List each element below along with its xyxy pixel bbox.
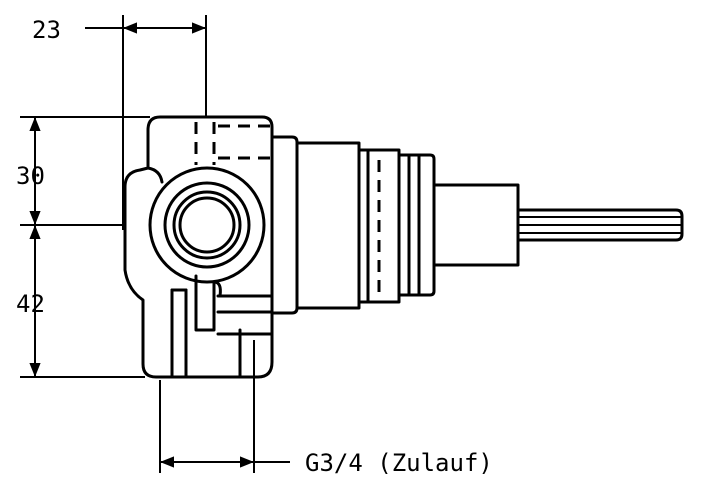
dimension-connection: G3/4 (Zulauf) — [159, 340, 493, 477]
dimension-top-width: 23 — [32, 15, 207, 230]
dimension-upper-height: 30 — [16, 116, 150, 226]
dimension-lower-height: 42 — [16, 225, 145, 378]
valve-body — [123, 115, 274, 379]
dim-label-23: 23 — [32, 16, 61, 44]
valve-cartridge — [270, 135, 684, 315]
dim-label-42: 42 — [16, 290, 45, 318]
connection-label: G3/4 (Zulauf) — [305, 449, 493, 477]
dim-label-30: 30 — [16, 162, 45, 190]
